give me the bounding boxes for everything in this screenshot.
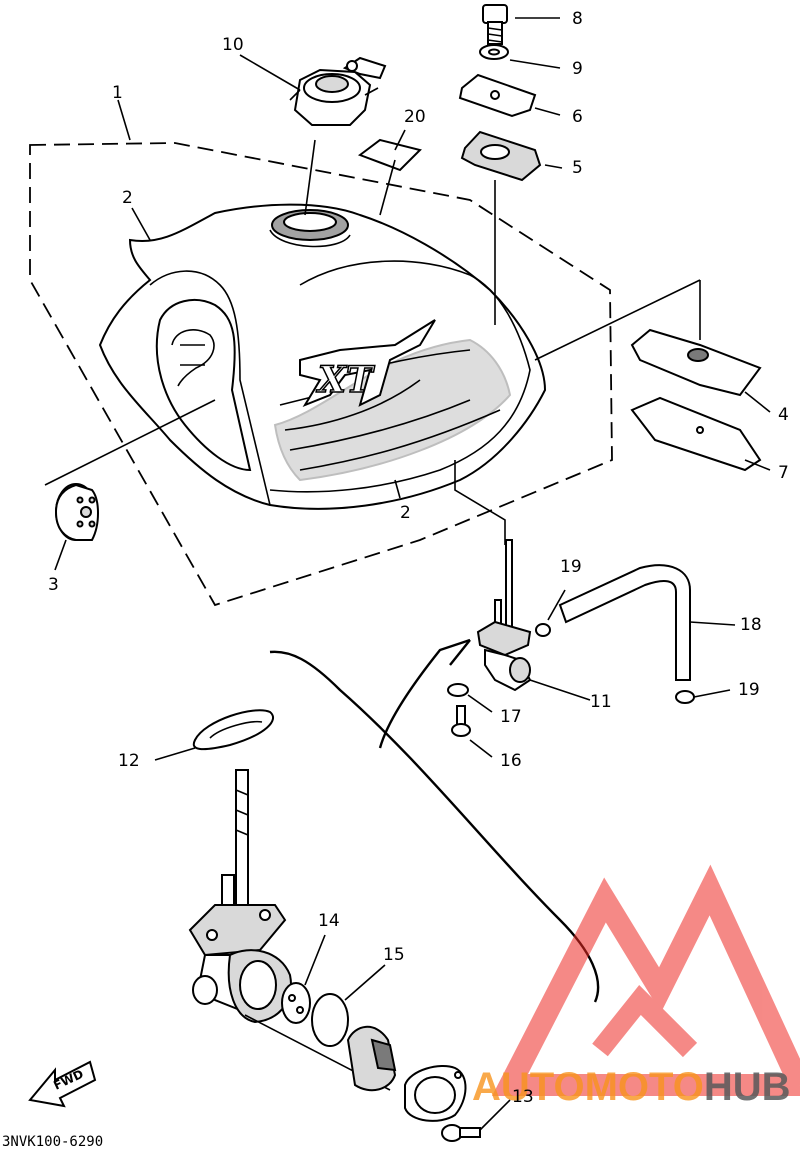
- callout-20: 20: [404, 107, 426, 127]
- logo-text-part1: AUTOMOTO: [472, 1065, 704, 1109]
- callout-16: 16: [500, 751, 522, 771]
- callout-2-upper: 2: [122, 188, 133, 208]
- callout-15: 15: [383, 945, 405, 965]
- seal-14: [281, 934, 326, 1024]
- screw-16: [451, 705, 493, 758]
- detail-leader-line: [269, 638, 600, 1003]
- logo-text-part2: HUB: [704, 1065, 791, 1109]
- callout-labels: 1 2 2 3 4 5 6 7 8 9 10 11 12 13 14 15 16…: [48, 9, 789, 1107]
- callout-17: 17: [500, 707, 522, 727]
- callout-5: 5: [572, 158, 583, 178]
- diagram-part-code: 3NVK100-6290: [2, 1134, 103, 1150]
- fuel-cap: [289, 56, 387, 216]
- callout-9: 9: [572, 59, 583, 79]
- gasket-12: [154, 709, 275, 761]
- automotohub-logo: [491, 864, 800, 1096]
- callout-7: 7: [778, 463, 789, 483]
- gasket-20: [357, 129, 422, 216]
- clip-19b: [675, 689, 731, 704]
- plate-6: [458, 73, 561, 118]
- fuel-tank: XT: [98, 203, 547, 510]
- fuel-hose-18: [558, 564, 736, 681]
- callout-3: 3: [48, 575, 59, 595]
- fuel-cock-11: [454, 460, 591, 701]
- callout-2-lower: 2: [400, 503, 411, 523]
- callout-1: 1: [112, 83, 123, 103]
- callout-18: 18: [740, 615, 762, 635]
- callout-13: 13: [512, 1087, 534, 1107]
- callout-19-upper: 19: [560, 557, 582, 577]
- cover-plate: [404, 1065, 467, 1122]
- washer-9: [479, 44, 561, 69]
- lever: [346, 1025, 397, 1092]
- damper-7: [630, 396, 771, 472]
- callout-11: 11: [590, 692, 612, 712]
- fwd-arrow-icon: FWD: [28, 1060, 97, 1108]
- tank-decal-text: XT: [316, 359, 375, 401]
- callout-14: 14: [318, 911, 340, 931]
- bolt-8: [482, 4, 560, 45]
- damper-3: [44, 399, 216, 571]
- callout-6: 6: [572, 107, 583, 127]
- logo-text: AUTOMOTOHUB: [472, 1065, 791, 1109]
- assembly-boundary: [29, 99, 613, 607]
- band-4: [534, 279, 771, 413]
- fuel-cock-large: [188, 769, 391, 1091]
- screw-13: [441, 1099, 511, 1142]
- damper-5: [460, 130, 563, 325]
- callout-8: 8: [572, 9, 583, 29]
- logo-triangle-icon: [491, 864, 800, 1096]
- o-ring-15: [311, 964, 386, 1047]
- callout-4: 4: [778, 405, 789, 425]
- clip-19a: [535, 589, 566, 637]
- washer-17: [447, 683, 493, 713]
- callout-12: 12: [118, 751, 140, 771]
- callout-19-lower: 19: [738, 680, 760, 700]
- callout-10: 10: [222, 35, 244, 55]
